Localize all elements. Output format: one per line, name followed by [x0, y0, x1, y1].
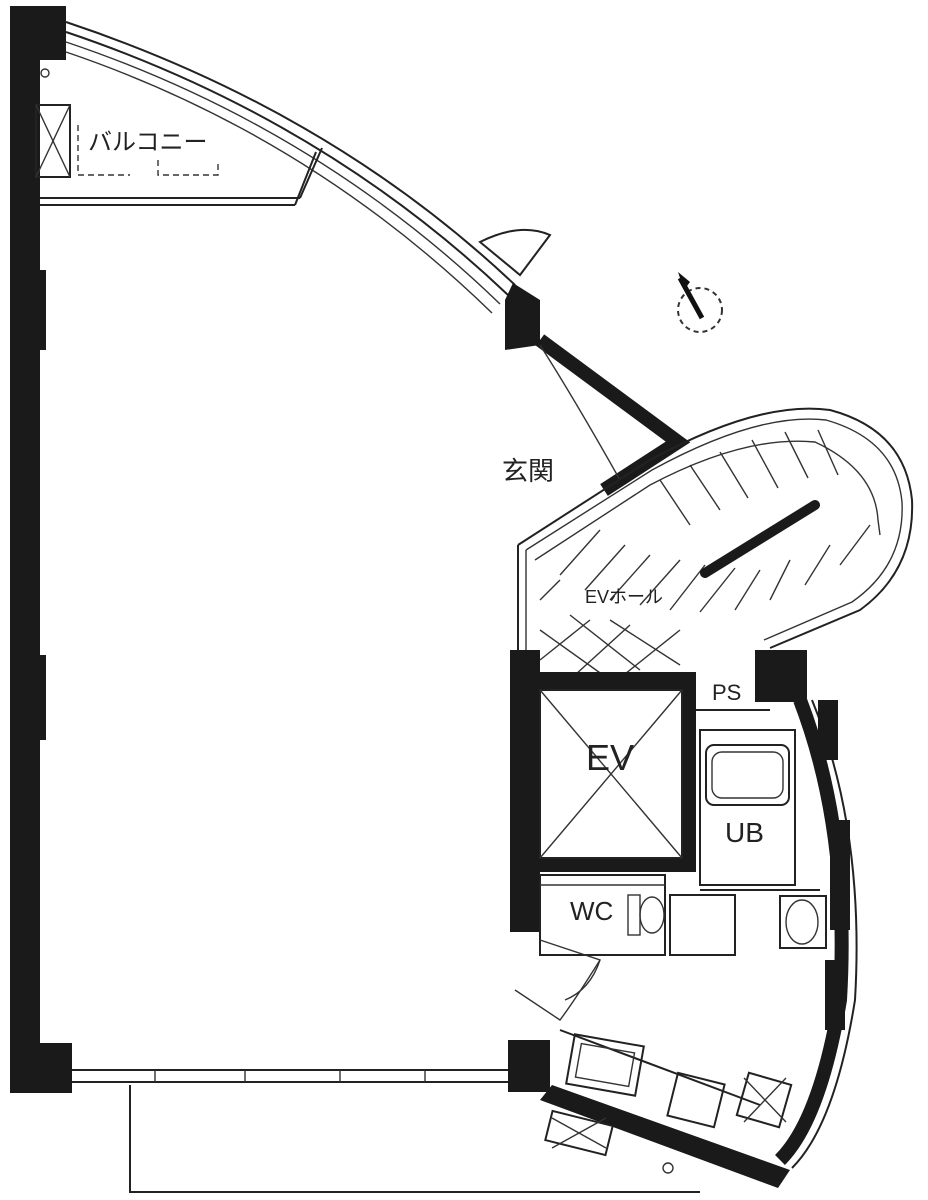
ev-wall-bottom: [540, 858, 696, 872]
ev-wall-right: [682, 672, 696, 872]
ev-wall-top: [540, 672, 696, 690]
curved-wall-door: [478, 228, 552, 277]
wc-label: WC: [570, 896, 613, 926]
drain-icon: [40, 68, 50, 78]
ub-label: UB: [725, 817, 764, 848]
hall-floor-grid: [539, 579, 681, 681]
wall-left-column-2: [10, 655, 46, 740]
washing-machine-area: [669, 894, 736, 956]
ac-unit-lower-icon: [544, 1109, 614, 1157]
curved-window-wall: [65, 21, 552, 350]
right-curved-wall: [774, 697, 858, 1169]
wc-room: WC: [539, 874, 736, 956]
toilet-icon: [627, 894, 665, 936]
kitchen-counter: [565, 1033, 645, 1097]
ps-shaft: PS: [696, 650, 807, 711]
stair-area: EVホール: [517, 407, 914, 681]
entrance-walls: 玄関: [502, 334, 691, 496]
stair-handrail: [700, 500, 820, 578]
door-lower: [514, 959, 601, 1021]
entrance-label: 玄関: [502, 456, 554, 486]
bottom-window: [72, 1069, 510, 1083]
washbasin-icon: [779, 895, 827, 949]
wall-left-column-1: [10, 270, 46, 350]
room-doors: [514, 939, 601, 1021]
curved-wall-pier: [505, 283, 540, 350]
bottom-balcony: [129, 1085, 700, 1193]
stair-treads: [559, 429, 871, 613]
entrance-door-arc: [539, 344, 621, 481]
balcony-label: バルコニー: [88, 129, 208, 156]
elevator: EV: [510, 650, 696, 932]
fridge-icon: [735, 1071, 793, 1129]
ps-label: PS: [712, 680, 741, 705]
main-room-walls: [10, 6, 700, 1193]
ac-unit-icon: [35, 104, 71, 178]
drain-lower-icon: [662, 1162, 674, 1174]
balcony-area: バルコニー: [35, 68, 323, 206]
stair-outline: [517, 407, 914, 649]
wall-left: [10, 60, 40, 1090]
wall-corner-bottom-left: [10, 1043, 72, 1093]
compass-north-icon: [677, 272, 723, 333]
ev-hall-label: EVホール: [585, 587, 663, 607]
ev-label: EV: [586, 737, 634, 778]
door-wc: [539, 939, 601, 1001]
unit-bath: UB: [699, 729, 820, 891]
ev-wall-left: [510, 650, 540, 932]
wall-corner-top-left: [10, 6, 66, 60]
kitchen: [508, 1029, 793, 1188]
stove-icon: [666, 1071, 726, 1129]
